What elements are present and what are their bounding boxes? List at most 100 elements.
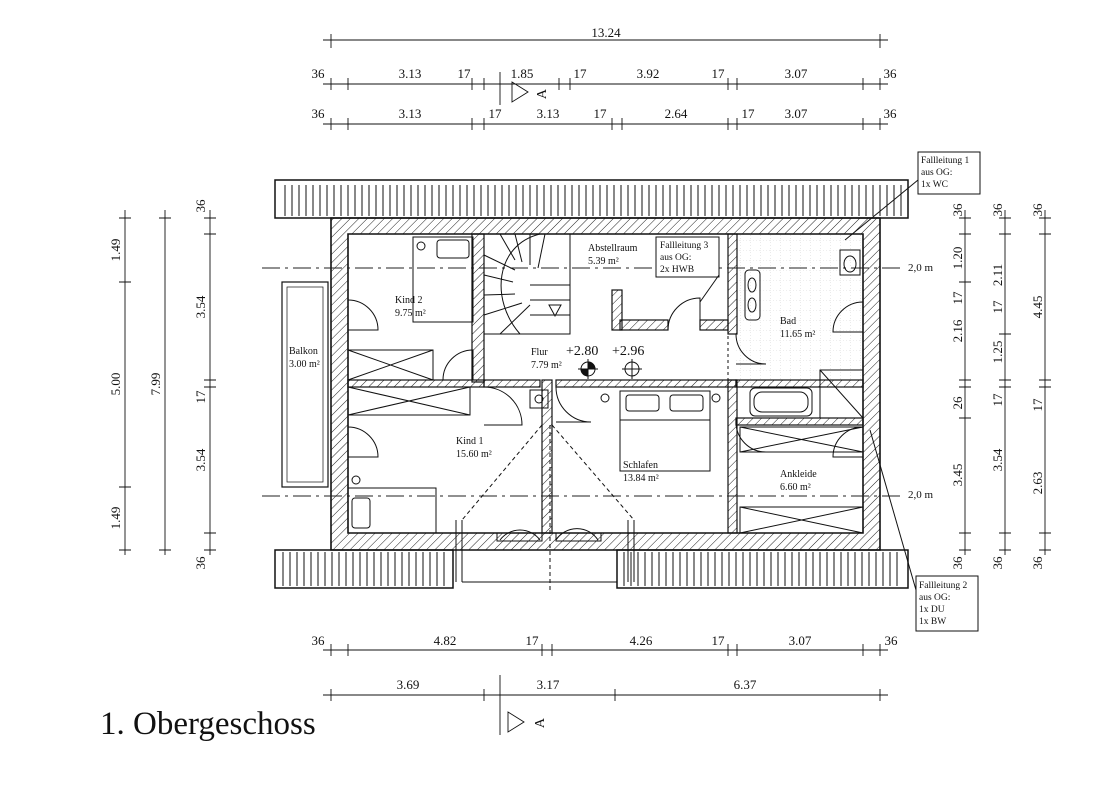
floor-title: 1. Obergeschoss bbox=[100, 706, 316, 742]
room-area-kind1: 15.60 m² bbox=[456, 449, 492, 460]
dim-right-col3: 2.63 bbox=[1030, 472, 1045, 495]
dim-right-col3: 36 bbox=[1030, 203, 1045, 217]
dim-left-inner: 3.54 bbox=[193, 295, 208, 318]
dim-bottom-r1: 17 bbox=[526, 633, 540, 648]
dim-left-outer: 5.00 bbox=[108, 373, 123, 396]
dim-right-col2: 1.25 bbox=[990, 341, 1005, 364]
note-fallleitung2-line: 1x BW bbox=[919, 617, 946, 627]
elevation-label: +2.80 bbox=[566, 344, 598, 359]
note-fallleitung2-line: aus OG: bbox=[919, 593, 950, 603]
room-name-bad: Bad bbox=[780, 316, 796, 327]
section-marker-bottom: A bbox=[533, 717, 548, 728]
dim-right-col3: 4.45 bbox=[1030, 296, 1045, 319]
note-fallleitung2-line: 1x DU bbox=[919, 605, 945, 615]
dim-right-col2: 17 bbox=[990, 300, 1005, 314]
furniture bbox=[347, 236, 864, 534]
dim-right-col1: 1.20 bbox=[950, 247, 965, 270]
room-area-schlafen: 13.84 m² bbox=[623, 473, 659, 484]
room-name-ankleide: Ankleide bbox=[780, 469, 817, 480]
dim-top-r1: 3.13 bbox=[399, 66, 422, 81]
section-marker-top: A bbox=[535, 88, 550, 99]
dim-right-col1: 3.45 bbox=[950, 464, 965, 487]
room-area-ankleide: 6.60 m² bbox=[780, 482, 811, 493]
room-name-kind2: Kind 2 bbox=[395, 295, 423, 306]
dim-top-r2: 36 bbox=[884, 106, 898, 121]
dim-left-inner: 36 bbox=[193, 199, 208, 213]
dim-bottom-r1: 3.07 bbox=[789, 633, 812, 648]
dim-bottom-r2: 3.69 bbox=[397, 677, 420, 692]
dim-right-col3: 36 bbox=[1030, 556, 1045, 570]
room-name-abstellraum: Abstellraum bbox=[588, 243, 638, 254]
dim-left-outer: 1.49 bbox=[108, 507, 123, 530]
doors bbox=[347, 297, 864, 590]
room-area-kind2: 9.75 m² bbox=[395, 308, 426, 319]
note-fallleitung3-line: aus OG: bbox=[660, 253, 691, 263]
dim-top-r1: 36 bbox=[884, 66, 898, 81]
dim-right-col2: 3.54 bbox=[990, 448, 1005, 471]
dim-left-inner: 17 bbox=[193, 390, 208, 404]
room-area-flur: 7.79 m² bbox=[531, 360, 562, 371]
dim-left-outer: 1.49 bbox=[108, 239, 123, 262]
roof-eave-bottom-right bbox=[462, 549, 909, 589]
dim-top-r2: 17 bbox=[489, 106, 503, 121]
dim-top-r1: 3.92 bbox=[637, 66, 660, 81]
roof-eave-bottom-left bbox=[274, 549, 454, 589]
note-fallleitung1-line: Fallleitung 1 bbox=[921, 156, 970, 166]
dim-right-col2: 17 bbox=[990, 393, 1005, 407]
dimension-lines bbox=[119, 34, 1051, 735]
dim-right-col1: 26 bbox=[950, 396, 965, 410]
dim-bottom-r1: 17 bbox=[712, 633, 726, 648]
dim-top-r2: 2.64 bbox=[665, 106, 688, 121]
room-name-flur: Flur bbox=[531, 347, 548, 358]
note-fallleitung2-line: Fallleitung 2 bbox=[919, 581, 968, 591]
room-area-abstellraum: 5.39 m² bbox=[588, 256, 619, 267]
dim-top-r2: 3.13 bbox=[537, 106, 560, 121]
room-area-bad: 11.65 m² bbox=[780, 329, 815, 340]
level-symbols bbox=[578, 359, 642, 379]
note-fallleitung3-line: 2x HWB bbox=[660, 265, 694, 275]
dim-bottom-r1: 36 bbox=[885, 633, 899, 648]
interior-walls bbox=[347, 233, 864, 534]
dim-right-col1: 17 bbox=[950, 291, 965, 305]
dim-top-r2: 3.13 bbox=[399, 106, 422, 121]
dim-right-col2: 36 bbox=[990, 556, 1005, 570]
dim-top-r1: 3.07 bbox=[785, 66, 808, 81]
dim-right-col3: 17 bbox=[1030, 398, 1045, 412]
balcony bbox=[281, 281, 329, 488]
dim-top-total: 13.24 bbox=[591, 25, 621, 40]
note-fallleitung1-line: aus OG: bbox=[921, 168, 952, 178]
elevation-label: +2.96 bbox=[612, 344, 644, 359]
dim-top-r2: 36 bbox=[312, 106, 326, 121]
room-name-kind1: Kind 1 bbox=[456, 436, 484, 447]
dim-bottom-r2: 6.37 bbox=[734, 677, 757, 692]
dim-right-col1: 36 bbox=[950, 203, 965, 217]
dim-bottom-r1: 4.82 bbox=[434, 633, 457, 648]
bathroom-tile bbox=[736, 234, 863, 384]
dim-top-r2: 17 bbox=[594, 106, 608, 121]
room-area-balkon: 3.00 m² bbox=[289, 359, 320, 370]
dim-left-total: 7.99 bbox=[148, 373, 163, 396]
dim-top-r2: 3.07 bbox=[785, 106, 808, 121]
ridge-lines bbox=[262, 267, 905, 497]
dim-left-inner: 36 bbox=[193, 556, 208, 570]
dim-top-r1: 1.85 bbox=[511, 66, 534, 81]
note-fallleitung3-line: Fallleitung 3 bbox=[660, 241, 709, 251]
dim-bottom-r1: 4.26 bbox=[630, 633, 653, 648]
room-name-balkon: Balkon bbox=[289, 346, 318, 357]
room-name-schlafen: Schlafen bbox=[623, 460, 658, 471]
dim-top-r2: 17 bbox=[742, 106, 756, 121]
dim-bottom-r1: 36 bbox=[312, 633, 326, 648]
dim-top-r1: 36 bbox=[312, 66, 326, 81]
dim-top-r1: 17 bbox=[712, 66, 726, 81]
dim-left-inner: 3.54 bbox=[193, 448, 208, 471]
roof-eave-top bbox=[274, 179, 909, 219]
note-fallleitung1-line: 1x WC bbox=[921, 180, 948, 190]
dim-right-col2: 2.11 bbox=[990, 264, 1005, 286]
dim-top-r1: 17 bbox=[574, 66, 588, 81]
note-boxes bbox=[655, 151, 981, 632]
staircase bbox=[483, 233, 571, 335]
dim-top-r1: 17 bbox=[458, 66, 472, 81]
dim-right-col1: 36 bbox=[950, 556, 965, 570]
dim-right-col1: 2.16 bbox=[950, 319, 965, 342]
